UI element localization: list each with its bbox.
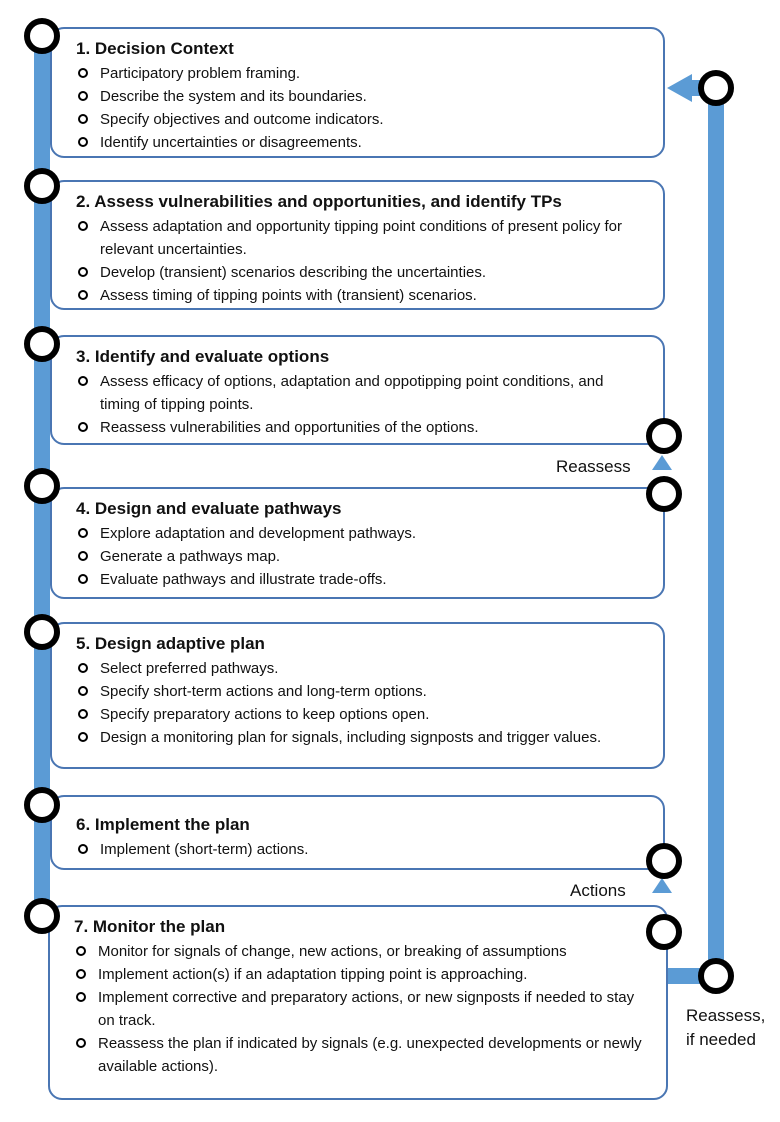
step-node-1 xyxy=(24,18,60,54)
step-title: 7. Monitor the plan xyxy=(74,917,226,936)
list-item: Assess efficacy of options, adaptation a… xyxy=(76,370,647,416)
step-title: 4. Design and evaluate pathways xyxy=(76,499,342,518)
list-item: Implement (short-term) actions. xyxy=(76,838,647,861)
list-item: Select preferred pathways. xyxy=(76,657,647,680)
actions-arrow-up xyxy=(652,878,672,893)
step-box-6: 6. Implement the plan Implement (short-t… xyxy=(50,795,665,870)
reassess-label: Reassess xyxy=(556,457,631,476)
step-box-7: 7. Monitor the plan Monitor for signals … xyxy=(48,905,668,1100)
actions-label: Actions xyxy=(570,881,626,900)
step-box-2: 2. Assess vulnerabilities and opportunit… xyxy=(50,180,665,310)
step-title: 1. Decision Context xyxy=(76,39,234,58)
list-item: Participatory problem framing. xyxy=(76,62,647,85)
feedback-node-top xyxy=(698,70,734,106)
feedback-rail xyxy=(708,88,724,968)
list-item: Monitor for signals of change, new actio… xyxy=(74,940,650,963)
list-item: Specify short-term actions and long-term… xyxy=(76,680,647,703)
feedback-node-bottom xyxy=(698,958,734,994)
list-item: Design a monitoring plan for signals, in… xyxy=(76,726,647,749)
list-item: Reassess the plan if indicated by signal… xyxy=(74,1032,650,1078)
step-title: 3. Identify and evaluate options xyxy=(76,347,330,366)
list-item: Implement corrective and preparatory act… xyxy=(74,986,650,1032)
feedback-arrow-head xyxy=(667,74,692,102)
reassess-if-needed-label-1: Reassess, xyxy=(686,1006,766,1025)
list-item: Specify objectives and outcome indicator… xyxy=(76,108,647,131)
reassess-node-upper xyxy=(646,418,682,454)
reassess-node-lower xyxy=(646,476,682,512)
list-item: Specify preparatory actions to keep opti… xyxy=(76,703,647,726)
actions-node-lower xyxy=(646,914,682,950)
list-item: Generate a pathways map. xyxy=(76,545,647,568)
step-node-7 xyxy=(24,898,60,934)
step-box-1: 1. Decision Context Participatory proble… xyxy=(50,27,665,158)
step-node-4 xyxy=(24,468,60,504)
step-node-2 xyxy=(24,168,60,204)
step-node-3 xyxy=(24,326,60,362)
list-item: Assess timing of tipping points with (tr… xyxy=(76,284,647,307)
actions-node-upper xyxy=(646,843,682,879)
step-title: 6. Implement the plan xyxy=(76,815,250,834)
list-item: Assess adaptation and opportunity tippin… xyxy=(76,215,647,261)
list-item: Describe the system and its boundaries. xyxy=(76,85,647,108)
step-node-5 xyxy=(24,614,60,650)
step-box-5: 5. Design adaptive plan Select preferred… xyxy=(50,622,665,769)
step-box-3: 3. Identify and evaluate options Assess … xyxy=(50,335,665,445)
list-item: Explore adaptation and development pathw… xyxy=(76,522,647,545)
list-item: Implement action(s) if an adaptation tip… xyxy=(74,963,650,986)
list-item: Evaluate pathways and illustrate trade-o… xyxy=(76,568,647,591)
list-item: Reassess vulnerabilities and opportuniti… xyxy=(76,416,647,439)
list-item: Identify uncertainties or disagreements. xyxy=(76,131,647,154)
step-title: 2. Assess vulnerabilities and opportunit… xyxy=(76,192,562,211)
step-title: 5. Design adaptive plan xyxy=(76,634,265,653)
step-node-6 xyxy=(24,787,60,823)
list-item: Develop (transient) scenarios describing… xyxy=(76,261,647,284)
step-box-4: 4. Design and evaluate pathways Explore … xyxy=(50,487,665,599)
reassess-if-needed-label-2: if needed xyxy=(686,1030,756,1049)
reassess-arrow-up xyxy=(652,455,672,470)
